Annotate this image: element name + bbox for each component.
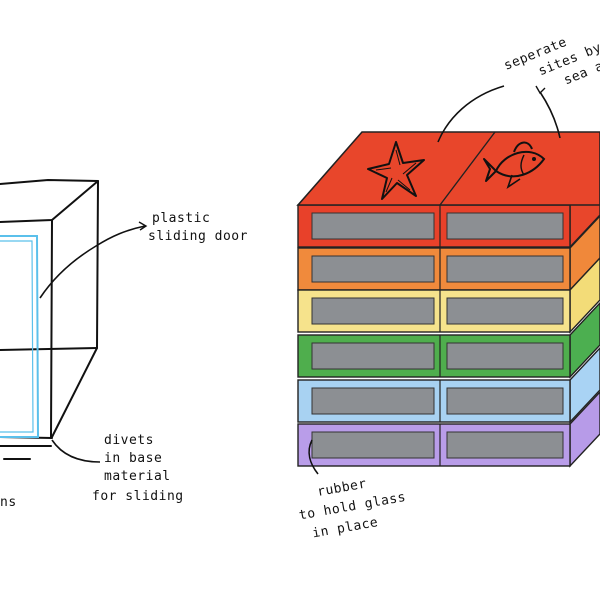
label-seperate-sites: seperate sites by sea a <box>502 20 600 107</box>
enclosure-side-face <box>50 180 99 439</box>
lid-top-face <box>296 131 600 206</box>
lid-divider <box>439 131 496 206</box>
enclosure-base <box>0 445 52 460</box>
glass-panel-right <box>446 431 564 459</box>
tier-stack <box>297 171 600 468</box>
plastic-sliding-door <box>0 235 40 438</box>
tier-4 <box>297 301 600 379</box>
label-plastic-door: plastic sliding door <box>148 211 248 244</box>
label-divets: divets in base material for sliding <box>92 433 184 504</box>
glass-panel-right <box>446 255 564 283</box>
tier-2 <box>297 214 600 292</box>
leader-divets <box>51 439 101 463</box>
tier-6 <box>297 390 600 468</box>
top-lid <box>296 131 600 206</box>
leader-seperate-sites-2 <box>539 91 561 139</box>
glass-enclosure-sketch <box>0 179 99 460</box>
enclosure-bottom-edge <box>0 347 98 439</box>
glass-panel-right <box>446 297 564 325</box>
glass-panel-right <box>446 342 564 370</box>
label-rubber: rubber to hold glass in place <box>294 469 418 543</box>
label-cut-off: ns <box>0 495 17 510</box>
glass-panel-left <box>311 212 435 240</box>
glass-panel-left <box>311 431 435 459</box>
leader-seperate-sites <box>437 85 505 143</box>
leader-rubber <box>308 439 319 475</box>
fish-icon <box>483 141 546 189</box>
starfish-icon <box>367 141 425 200</box>
glass-panel-left <box>311 297 435 325</box>
glass-panel-left <box>311 342 435 370</box>
glass-panel-left <box>311 255 435 283</box>
leader-plastic-door <box>39 225 146 299</box>
tier-5 <box>297 346 600 424</box>
tier-1 <box>297 171 600 249</box>
glass-panel-right <box>446 387 564 415</box>
tier-3 <box>297 256 600 334</box>
enclosure-top-face <box>0 179 99 223</box>
glass-panel-right <box>446 212 564 240</box>
glass-panel-left <box>311 387 435 415</box>
